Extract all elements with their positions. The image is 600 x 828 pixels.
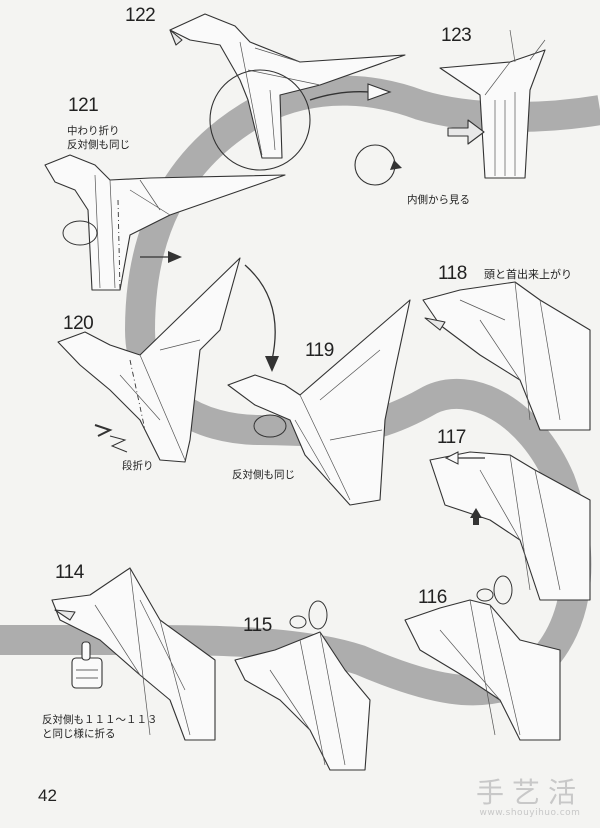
step-number-114: 114 (55, 562, 84, 583)
note-123-view-from-inside: 内側から見る (407, 194, 470, 206)
note-114-line2: と同じ様に折る (42, 728, 116, 740)
model-step-118 (422, 281, 591, 431)
step-number-116: 116 (418, 587, 447, 608)
note-120-step-fold: 段折り (122, 460, 154, 472)
model-step-117 (429, 451, 591, 601)
hand-pointing-icon (71, 641, 103, 689)
step-number-120: 120 (63, 313, 94, 334)
arrow-to-detail (309, 91, 371, 101)
watermark-mark: 手艺活 (475, 776, 584, 809)
step-number-121: 121 (68, 95, 99, 116)
model-step-114 (51, 567, 216, 741)
model-step-123-detail (439, 29, 546, 179)
model-step-120 (57, 257, 241, 463)
step-number-117: 117 (437, 427, 466, 448)
step-number-118: 118 (438, 263, 467, 284)
model-step-122 (169, 13, 406, 171)
page-number: 42 (38, 786, 57, 805)
step-number-122: 122 (125, 5, 156, 26)
step-number-123: 123 (441, 25, 472, 46)
watermark-url: www.shouyihuo.com (479, 808, 581, 818)
model-step-119 (227, 299, 411, 506)
model-step-116 (404, 575, 561, 741)
model-step-115 (234, 600, 371, 771)
watermark: 手艺活 www.shouyihuo.com (475, 776, 584, 819)
mountain-fold-zigzag-icon (94, 424, 128, 453)
note-121-same-other-side: 反対側も同じ (67, 139, 130, 151)
step-number-119: 119 (305, 340, 334, 361)
model-step-121 (44, 154, 286, 291)
note-118-head-neck-done: 頭と首出来上がり (484, 268, 572, 281)
note-114-line1: 反対側も１１１～１１３ (42, 714, 158, 726)
flip-over-icon (354, 144, 402, 186)
note-119-same-other-side: 反対側も同じ (232, 469, 295, 481)
step-number-115: 115 (243, 615, 272, 636)
detail-circle (209, 69, 311, 171)
note-121-inside-reverse-fold: 中わり折り (67, 125, 120, 137)
